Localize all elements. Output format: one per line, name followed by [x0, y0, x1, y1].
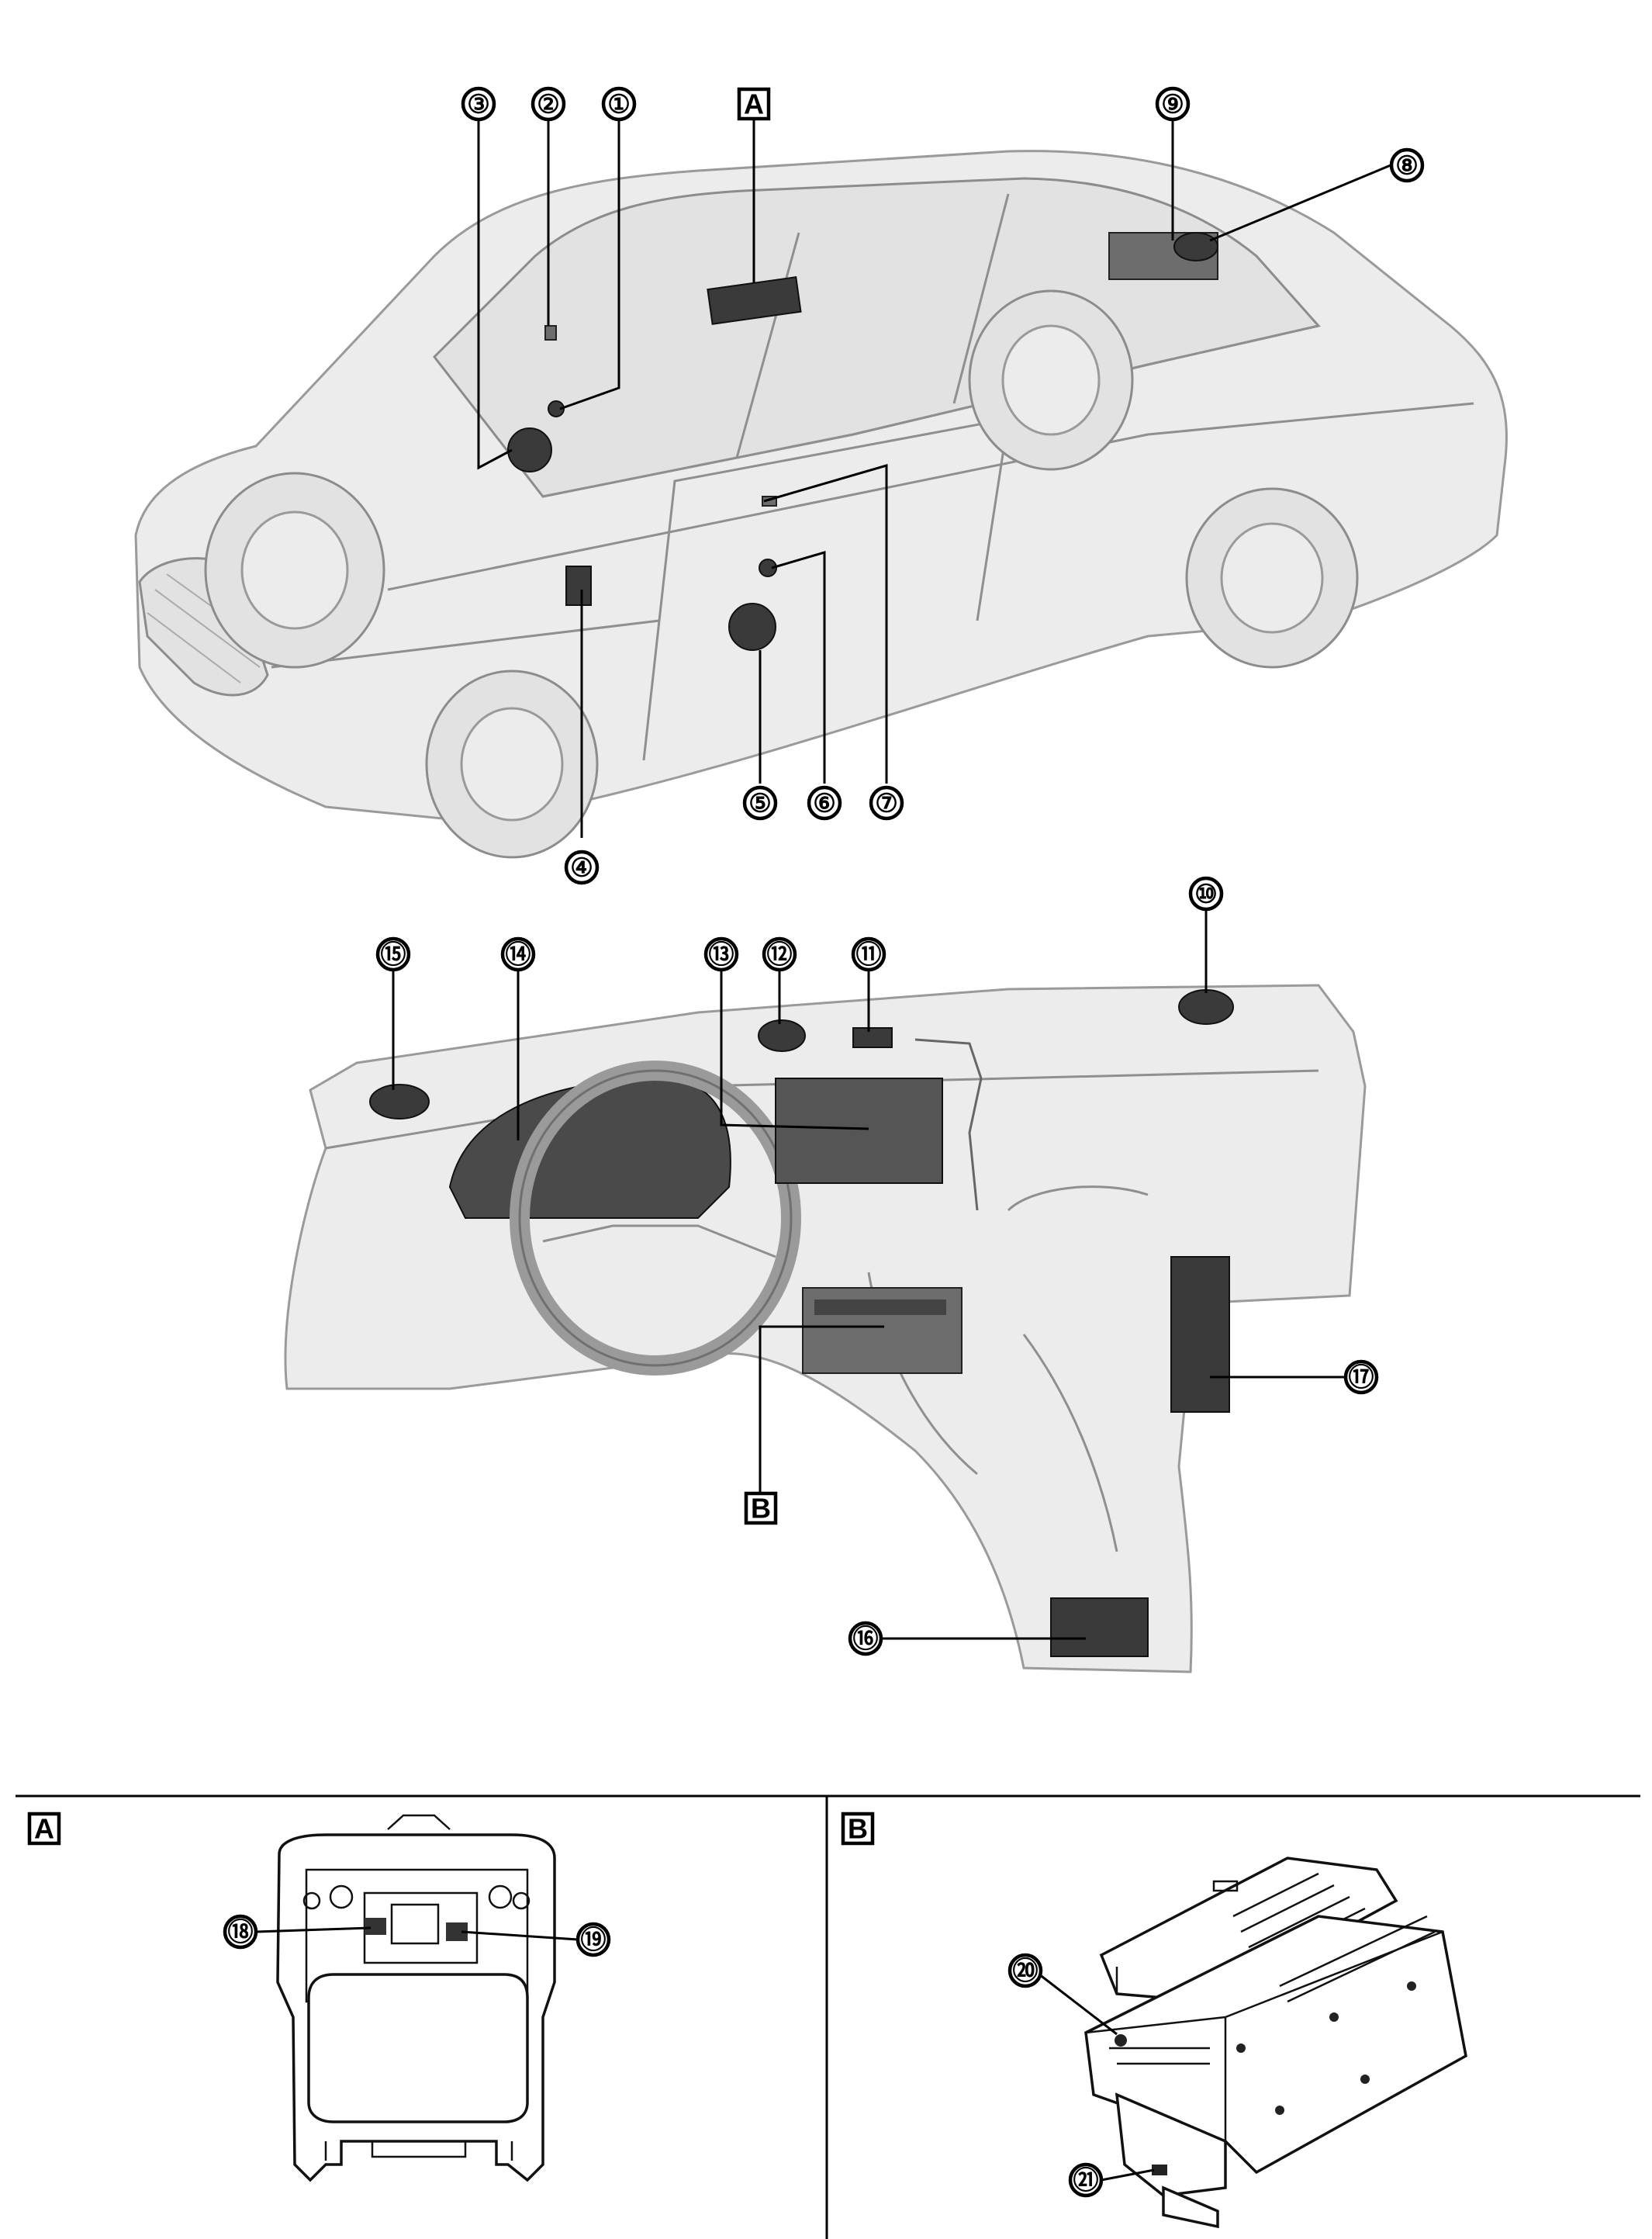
svg-text:⑫: ⑫ [767, 940, 793, 969]
svg-text:④: ④ [570, 853, 593, 882]
bcm-unit [1170, 1256, 1230, 1413]
callout-21: ㉑ [1068, 2162, 1104, 2198]
callout-19: ⑲ [575, 1922, 611, 1957]
svg-text:⑥: ⑥ [813, 789, 836, 818]
av-connector-21 [1152, 2165, 1167, 2175]
callout-13: ⑬ [703, 936, 739, 972]
callout-17: ⑰ [1343, 1359, 1379, 1395]
detail-label-b: B [841, 1812, 875, 1846]
callout-10: ⑩ [1188, 876, 1224, 912]
overhead-component-18 [365, 1918, 386, 1935]
svg-text:⑲: ⑲ [581, 1926, 607, 1954]
callout-6: ⑥ [807, 785, 842, 821]
svg-text:⑧: ⑧ [1395, 151, 1419, 180]
callout-15: ⑮ [375, 936, 411, 972]
dash-speaker-center-12 [758, 1019, 806, 1052]
front-door-speaker-left [507, 427, 552, 472]
svg-text:⑭: ⑭ [506, 940, 531, 969]
svg-text:②: ② [537, 90, 560, 119]
front-module [565, 566, 592, 606]
callout-4: ④ [564, 850, 600, 885]
detail-label-a: A [27, 1812, 61, 1846]
dash-speaker-left [369, 1084, 430, 1120]
detail-label-a-top: A [737, 87, 771, 121]
front-right-wheel [204, 472, 385, 669]
front-tweeter-left [548, 400, 565, 417]
callout-12: ⑫ [762, 936, 797, 972]
callout-8: ⑧ [1389, 147, 1425, 183]
callout-5: ⑤ [742, 785, 778, 821]
rear-console-unit [1050, 1597, 1149, 1657]
svg-text:A: A [744, 88, 764, 120]
callout-16: ⑯ [848, 1621, 883, 1656]
av-connector-20 [1115, 2034, 1127, 2047]
svg-text:A: A [34, 1813, 54, 1845]
svg-text:㉑: ㉑ [1073, 2166, 1099, 2195]
dashboard-ghost-illustration [284, 984, 1367, 1673]
av-unit-drawing [1084, 1857, 1467, 2229]
svg-text:⑯: ⑯ [853, 1625, 879, 1653]
svg-text:⑰: ⑰ [1349, 1363, 1374, 1392]
svg-text:③: ③ [467, 90, 490, 119]
front-door-speaker-right [728, 603, 776, 651]
svg-text:⑦: ⑦ [875, 789, 898, 818]
detail-panel-a: A ⑱ ⑲ [27, 1812, 611, 2182]
front-left-wheel [425, 670, 599, 859]
vehicle-callouts: ① ② ③ A ⑨ ⑧ ④ ⑤ ⑥ ⑦ [461, 86, 1425, 885]
svg-text:⑮: ⑮ [381, 940, 406, 969]
dash-component-11 [852, 1027, 893, 1048]
callout-14: ⑭ [500, 936, 536, 972]
callout-20: ⑳ [1007, 1953, 1043, 1988]
detail-panels-frame [16, 1794, 1640, 2239]
callout-3: ③ [461, 86, 496, 122]
svg-text:①: ① [607, 90, 631, 119]
overhead-console-drawing [276, 1814, 556, 2182]
sound-unit-a [707, 276, 802, 325]
svg-text:⑪: ⑪ [856, 940, 882, 969]
svg-text:⑱: ⑱ [228, 1918, 254, 1947]
rear-speaker-component [1173, 232, 1218, 261]
svg-text:⑬: ⑬ [709, 940, 734, 969]
rear-left-wheel [1185, 487, 1359, 669]
svg-text:B: B [848, 1813, 868, 1845]
display-unit [775, 1078, 943, 1184]
dash-speaker-right [1178, 989, 1234, 1025]
callout-18: ⑱ [223, 1914, 258, 1950]
callout-11: ⑪ [851, 936, 886, 972]
mirror-component [544, 325, 557, 341]
detail-panel-b: B ⑳ ㉑ [841, 1812, 1467, 2229]
dashboard-callouts: ⑩ ⑪ ⑫ ⑬ ⑭ ⑮ ⑰ B ⑯ [375, 876, 1379, 1656]
svg-text:⑩: ⑩ [1194, 880, 1218, 908]
svg-text:⑨: ⑨ [1161, 90, 1184, 119]
svg-text:⑳: ⑳ [1013, 1957, 1039, 1985]
detail-label-b-dash: B [744, 1491, 778, 1525]
callout-2: ② [531, 86, 566, 122]
callout-1: ① [601, 86, 637, 122]
rear-right-wheel [968, 289, 1134, 471]
svg-text:⑤: ⑤ [748, 789, 772, 818]
callout-7: ⑦ [869, 785, 904, 821]
callout-9: ⑨ [1155, 86, 1191, 122]
vehicle-ghost-illustration [134, 150, 1508, 859]
front-tweeter-right [759, 559, 777, 577]
svg-text:B: B [751, 1493, 771, 1524]
